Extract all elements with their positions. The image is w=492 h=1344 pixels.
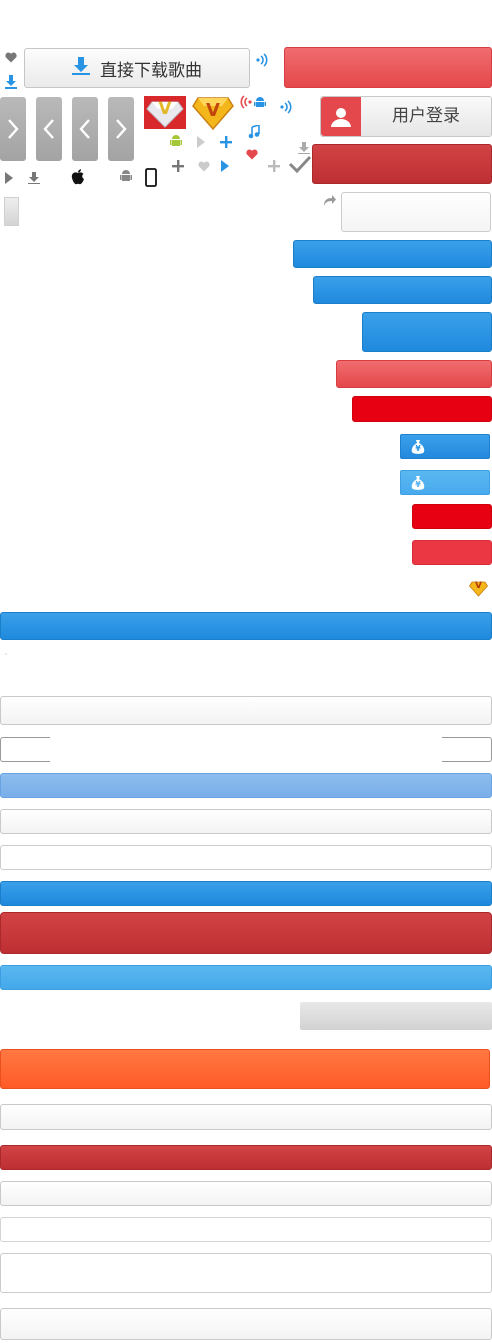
direct-download-label: 直接下载歌曲 <box>100 60 202 81</box>
money-bag-button-blue[interactable]: ¥ <box>400 434 490 459</box>
small-gold-vip-icon: V <box>469 581 488 597</box>
play-icon <box>219 159 231 173</box>
red-button-4[interactable] <box>412 540 492 565</box>
next-arrow-button-2[interactable] <box>108 97 134 161</box>
plus-icon <box>171 159 185 173</box>
white-bar-5[interactable] <box>0 1181 492 1206</box>
blue-button-2[interactable] <box>313 276 492 304</box>
blue-button-1[interactable] <box>293 240 492 268</box>
plus-icon <box>219 135 233 149</box>
white-bar-1[interactable] <box>0 696 492 725</box>
gold-vip-icon: V <box>192 95 234 131</box>
diamond-vip-icon: V <box>144 96 186 129</box>
android-icon <box>118 168 134 184</box>
phone-icon <box>143 167 159 187</box>
dark-red-bar-2[interactable] <box>0 1145 492 1170</box>
blue-full-bar-1[interactable] <box>0 612 492 640</box>
heart-icon <box>245 147 259 161</box>
blue-button-3[interactable] <box>362 312 492 352</box>
share-input-box[interactable] <box>341 192 491 232</box>
white-bar-7[interactable] <box>0 1253 492 1293</box>
android-icon <box>252 94 268 110</box>
prev-arrow-button-2[interactable] <box>72 97 98 161</box>
sound-wave-icon <box>254 52 270 68</box>
red-button-1[interactable] <box>336 360 492 388</box>
chevron-right-icon <box>116 119 127 139</box>
download-icon <box>4 74 18 90</box>
red-action-button[interactable] <box>284 47 492 88</box>
money-bag-button-light-blue[interactable]: ¥ <box>400 470 490 495</box>
white-bar-6[interactable] <box>0 1217 492 1242</box>
dark-red-full-bar[interactable] <box>0 912 492 954</box>
orange-full-bar[interactable] <box>0 1049 490 1089</box>
light-blue-bar[interactable] <box>0 773 492 798</box>
download-icon <box>72 56 90 80</box>
sound-wave-icon <box>238 94 254 110</box>
white-bar-2[interactable] <box>0 809 492 834</box>
white-bar-4[interactable] <box>0 1104 492 1130</box>
grey-bar[interactable] <box>300 1002 492 1030</box>
share-arrow-icon <box>321 192 337 208</box>
download-icon <box>27 171 41 185</box>
blue-full-bar-2[interactable] <box>0 881 492 906</box>
chevron-right-icon <box>8 119 19 139</box>
split-bar-left[interactable] <box>0 737 50 762</box>
divider-dot <box>5 653 7 655</box>
android-icon <box>168 132 184 150</box>
check-icon <box>287 154 313 174</box>
heart-icon <box>4 50 18 64</box>
money-bag-icon: ¥ <box>411 475 425 491</box>
music-note-icon <box>246 124 262 140</box>
prev-arrow-button[interactable] <box>36 97 62 161</box>
user-avatar-icon <box>321 97 361 136</box>
white-bar-8[interactable] <box>0 1308 492 1340</box>
sound-wave-icon <box>278 99 294 115</box>
white-bar-3[interactable] <box>0 845 492 870</box>
apple-icon <box>70 169 86 185</box>
play-icon <box>195 135 207 149</box>
money-bag-icon: ¥ <box>411 439 425 455</box>
plus-icon <box>267 159 281 173</box>
chevron-left-icon <box>79 119 90 139</box>
red-button-2[interactable] <box>352 396 492 422</box>
next-arrow-button[interactable] <box>0 97 26 161</box>
red-button-3[interactable] <box>412 504 492 529</box>
download-icon <box>297 141 311 155</box>
user-login-label: 用户登录 <box>392 106 460 126</box>
heart-icon <box>197 159 211 173</box>
dark-red-button[interactable] <box>312 144 492 184</box>
chevron-left-icon <box>43 119 54 139</box>
play-icon <box>3 171 15 185</box>
split-bar-right[interactable] <box>442 737 492 762</box>
direct-download-button[interactable]: 直接下载歌曲 <box>24 48 250 88</box>
user-login-button[interactable]: 用户登录 <box>320 96 492 137</box>
light-blue-full-bar[interactable] <box>0 965 492 990</box>
grey-scroll-handle[interactable] <box>4 197 19 226</box>
